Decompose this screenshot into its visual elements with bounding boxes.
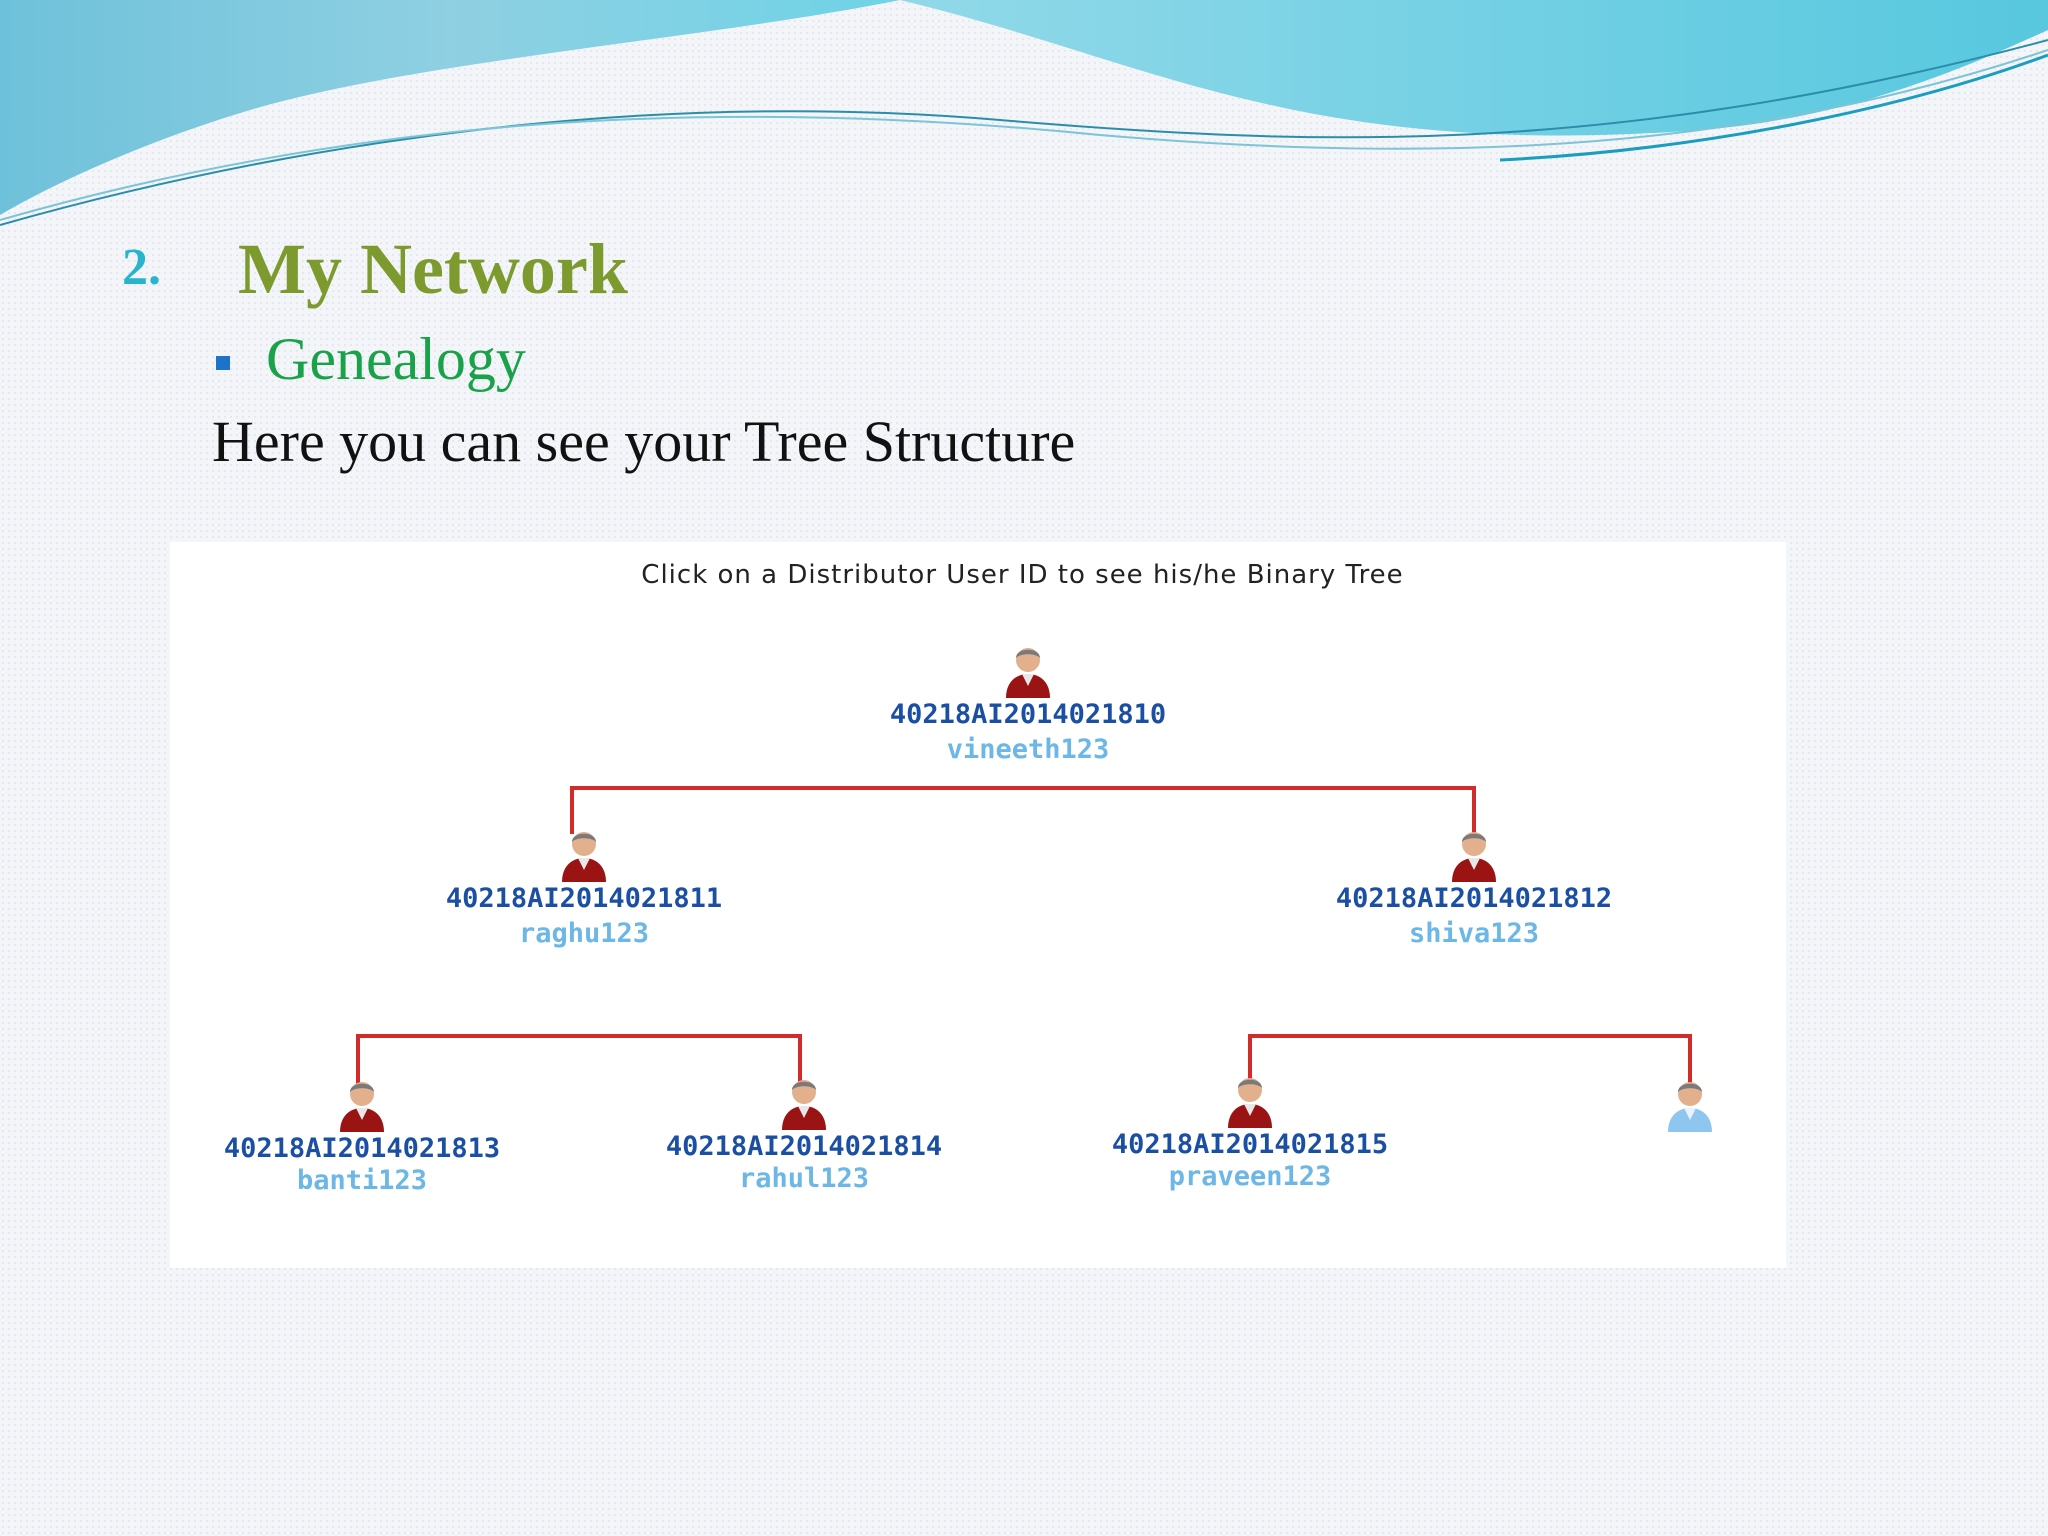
tree-caption: Click on a Distributor User ID to see hi… (641, 560, 1404, 590)
bullet-square-icon (216, 356, 230, 370)
connector-right (1248, 1034, 1692, 1084)
tree-node-right-right-empty[interactable] (1500, 1076, 1880, 1132)
user-empty-icon (1668, 1082, 1712, 1132)
node-user-id[interactable]: 40218AI2014021814 (665, 1131, 943, 1162)
tree-node-left[interactable]: 40218AI2014021811 raghu123 (394, 826, 774, 952)
node-user-id[interactable]: 40218AI2014021815 (1111, 1129, 1389, 1160)
genealogy-tree-panel: Click on a Distributor User ID to see hi… (170, 542, 1786, 1268)
user-active-icon (1452, 832, 1496, 882)
node-username: banti123 (296, 1165, 428, 1196)
user-active-icon (562, 832, 606, 882)
tree-node-left-right[interactable]: 40218AI2014021814 rahul123 (614, 1074, 994, 1194)
tree-node-left-left[interactable]: 40218AI2014021813 banti123 (172, 1076, 552, 1196)
slide-number: 2. (122, 239, 161, 296)
tree-node-right-left[interactable]: 40218AI2014021815 praveen123 (1060, 1072, 1440, 1192)
tree-node-root[interactable]: 40218AI2014021810 vineeth123 (838, 642, 1218, 768)
node-username: rahul123 (738, 1163, 870, 1194)
node-username: raghu123 (518, 918, 650, 949)
tree-node-right[interactable]: 40218AI2014021812 shiva123 (1284, 826, 1664, 952)
node-username: shiva123 (1408, 918, 1540, 949)
node-username: vineeth123 (946, 734, 1110, 765)
slide-description: Here you can see your Tree Structure (212, 409, 1076, 474)
node-user-id[interactable]: 40218AI2014021813 (223, 1133, 501, 1164)
user-active-icon (782, 1080, 826, 1130)
connector-left (356, 1034, 802, 1084)
node-user-id[interactable]: 40218AI2014021811 (445, 883, 723, 914)
bullet-genealogy: Genealogy (266, 326, 526, 392)
header-wave-decoration (0, 0, 2048, 226)
user-active-icon (340, 1082, 384, 1132)
node-user-id[interactable]: 40218AI2014021810 (889, 699, 1167, 730)
node-user-id[interactable]: 40218AI2014021812 (1335, 883, 1613, 914)
tree-connectors (356, 786, 1692, 1084)
user-active-icon (1228, 1078, 1272, 1128)
slide-title: My Network (238, 229, 628, 309)
connector-root (570, 786, 1476, 834)
user-active-icon (1006, 648, 1050, 698)
node-username: praveen123 (1168, 1161, 1332, 1192)
